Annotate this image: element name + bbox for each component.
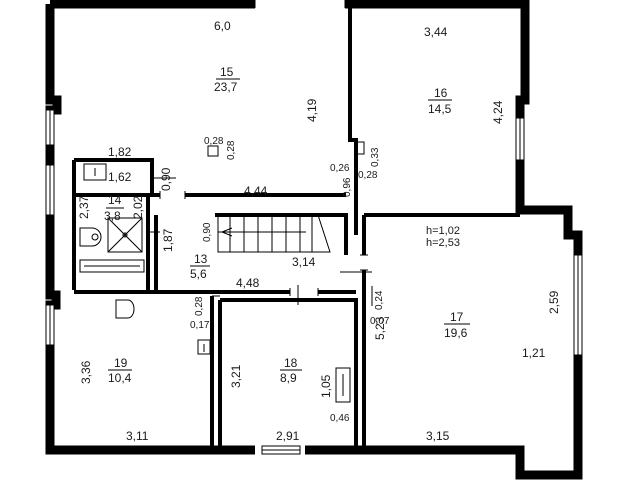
dim-r19-wall-b: 0,17: [190, 320, 210, 331]
dim-r14-inner-top: 1,62: [108, 170, 132, 184]
dim-r18-vent-w: 0,46: [330, 413, 350, 424]
dim-r15-bottom: 4,44: [244, 184, 268, 198]
dim-niche-a: 0,26: [330, 163, 350, 174]
bathroom-fixtures: [79, 145, 351, 403]
dim-r17-right-upper: 2,59: [547, 290, 561, 314]
doors: [146, 177, 373, 306]
dim-wall-090-a: 0,90: [159, 167, 173, 191]
dim-r16-right: 4,24: [491, 100, 505, 124]
staircase: [217, 214, 331, 253]
outer-walls: [45, 0, 583, 480]
right-windows: [515, 117, 583, 356]
room-19-area: 10,4: [108, 371, 132, 385]
dim-r14-left: 2,37: [77, 195, 91, 219]
dim-r17-left: 5,23: [373, 316, 387, 340]
room-13-area: 5,6: [190, 267, 207, 281]
dim-r15-top: 6,0: [214, 19, 231, 33]
dim-r19-left: 3,36: [79, 360, 93, 384]
dim-r13-bottom: 4,48: [236, 276, 260, 290]
room-18-number: 18: [284, 356, 298, 370]
dim-r14-right: 2,02: [131, 195, 145, 219]
interior-walls: [72, 4, 520, 450]
vent-niche: [355, 141, 365, 155]
dim-r17-wall-b: 0,07: [370, 316, 390, 327]
dim-niche-b: 0,96: [342, 177, 353, 197]
room-19-number: 19: [114, 356, 128, 370]
dim-column-w: 0,28: [204, 136, 224, 147]
dim-r19-wall-a: 0,28: [194, 296, 205, 316]
dim-r13-left: 1,87: [161, 228, 175, 252]
dim-r14-top: 1,82: [108, 145, 132, 159]
bottom-window: [261, 445, 301, 455]
room-16-number: 16: [434, 86, 448, 100]
dim-r18-left: 3,21: [229, 364, 243, 388]
top-door: [254, 0, 346, 8]
dim-r17-bottom: 3,15: [426, 429, 450, 443]
dim-column-h: 0,28: [226, 140, 237, 160]
room-17-area: 19,6: [444, 326, 468, 340]
dim-r19-bottom: 3,11: [126, 429, 149, 443]
room-15-number: 15: [220, 65, 234, 79]
dim-r17-h2: h=2,53: [426, 237, 460, 249]
dim-r17-step: 1,21: [522, 346, 546, 360]
room-15-area: 23,7: [214, 80, 238, 94]
dim-stair-w: 0,90: [202, 222, 213, 242]
room-13-number: 13: [194, 252, 208, 266]
dim-niche-d: 0,28: [358, 170, 378, 181]
fraction-bars: [106, 78, 470, 371]
room-17-number: 17: [450, 310, 464, 324]
room-16-area: 14,5: [428, 102, 452, 116]
room-14-number: 14: [108, 193, 122, 207]
dim-r17-wall-a: 0,24: [374, 290, 385, 310]
room-14-area: 3,8: [104, 209, 121, 223]
dim-r17-h1: h=1,02: [426, 225, 460, 237]
left-windows: [45, 109, 55, 346]
dim-r18-bottom: 2,91: [276, 429, 300, 443]
dim-r16-top: 3,44: [424, 25, 448, 39]
dim-r13-right: 3,14: [292, 255, 316, 269]
dim-r15-right: 4,19: [305, 98, 319, 122]
room-18-area: 8,9: [280, 371, 297, 385]
dim-r18-vent-h: 1,05: [319, 374, 333, 398]
dim-niche-c: 0,33: [370, 147, 381, 167]
